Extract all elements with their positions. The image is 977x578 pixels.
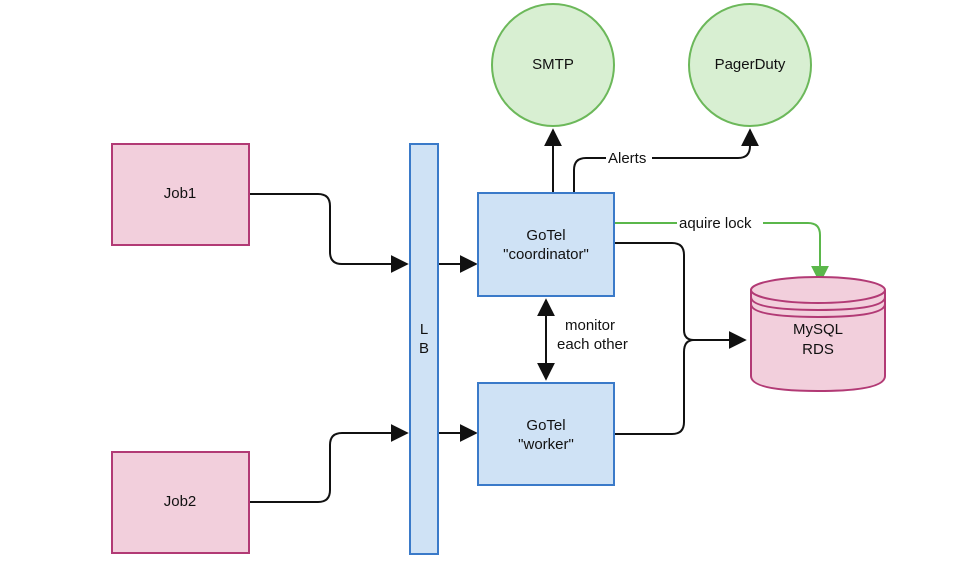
edge-job1-to-lb: [249, 193, 409, 273]
edge-worker-to-mysql: [614, 339, 695, 435]
mysql-label-line2: RDS: [802, 341, 834, 358]
job2-node: Job2: [111, 451, 250, 554]
edge-alerts: [573, 128, 759, 193]
lb-node: L B: [409, 143, 439, 555]
mysql-node: MySQL RDS: [750, 276, 886, 393]
edge-acquire-lock: [614, 222, 829, 284]
job1-label: Job1: [164, 185, 197, 202]
monitor-label-line1: monitor: [565, 317, 615, 334]
pagerduty-node: PagerDuty: [688, 3, 812, 127]
pagerduty-label: PagerDuty: [715, 56, 786, 73]
acquire-lock-label: aquire lock: [679, 215, 752, 232]
worker-label-line1: GoTel: [526, 417, 565, 434]
mysql-label-line1: MySQL: [793, 321, 843, 338]
edge-job2-to-lb: [249, 424, 409, 503]
worker-node: GoTel "worker": [477, 382, 615, 486]
smtp-label: SMTP: [532, 56, 574, 73]
coordinator-node: GoTel "coordinator": [477, 192, 615, 297]
coordinator-label-line2: "coordinator": [503, 246, 589, 263]
job2-label: Job2: [164, 493, 197, 510]
lb-label-line2: B: [419, 340, 429, 357]
alerts-label: Alerts: [608, 150, 646, 167]
edge-coordinator-to-mysql: [614, 242, 747, 349]
acquire-lock-label-bg: [677, 215, 763, 231]
smtp-node: SMTP: [491, 3, 615, 127]
lb-label-line1: L: [420, 321, 428, 338]
alerts-label-bg: [606, 150, 652, 166]
monitor-label-line2: each other: [557, 336, 628, 353]
job1-node: Job1: [111, 143, 250, 246]
worker-label-line2: "worker": [518, 436, 574, 453]
coordinator-label-line1: GoTel: [526, 227, 565, 244]
